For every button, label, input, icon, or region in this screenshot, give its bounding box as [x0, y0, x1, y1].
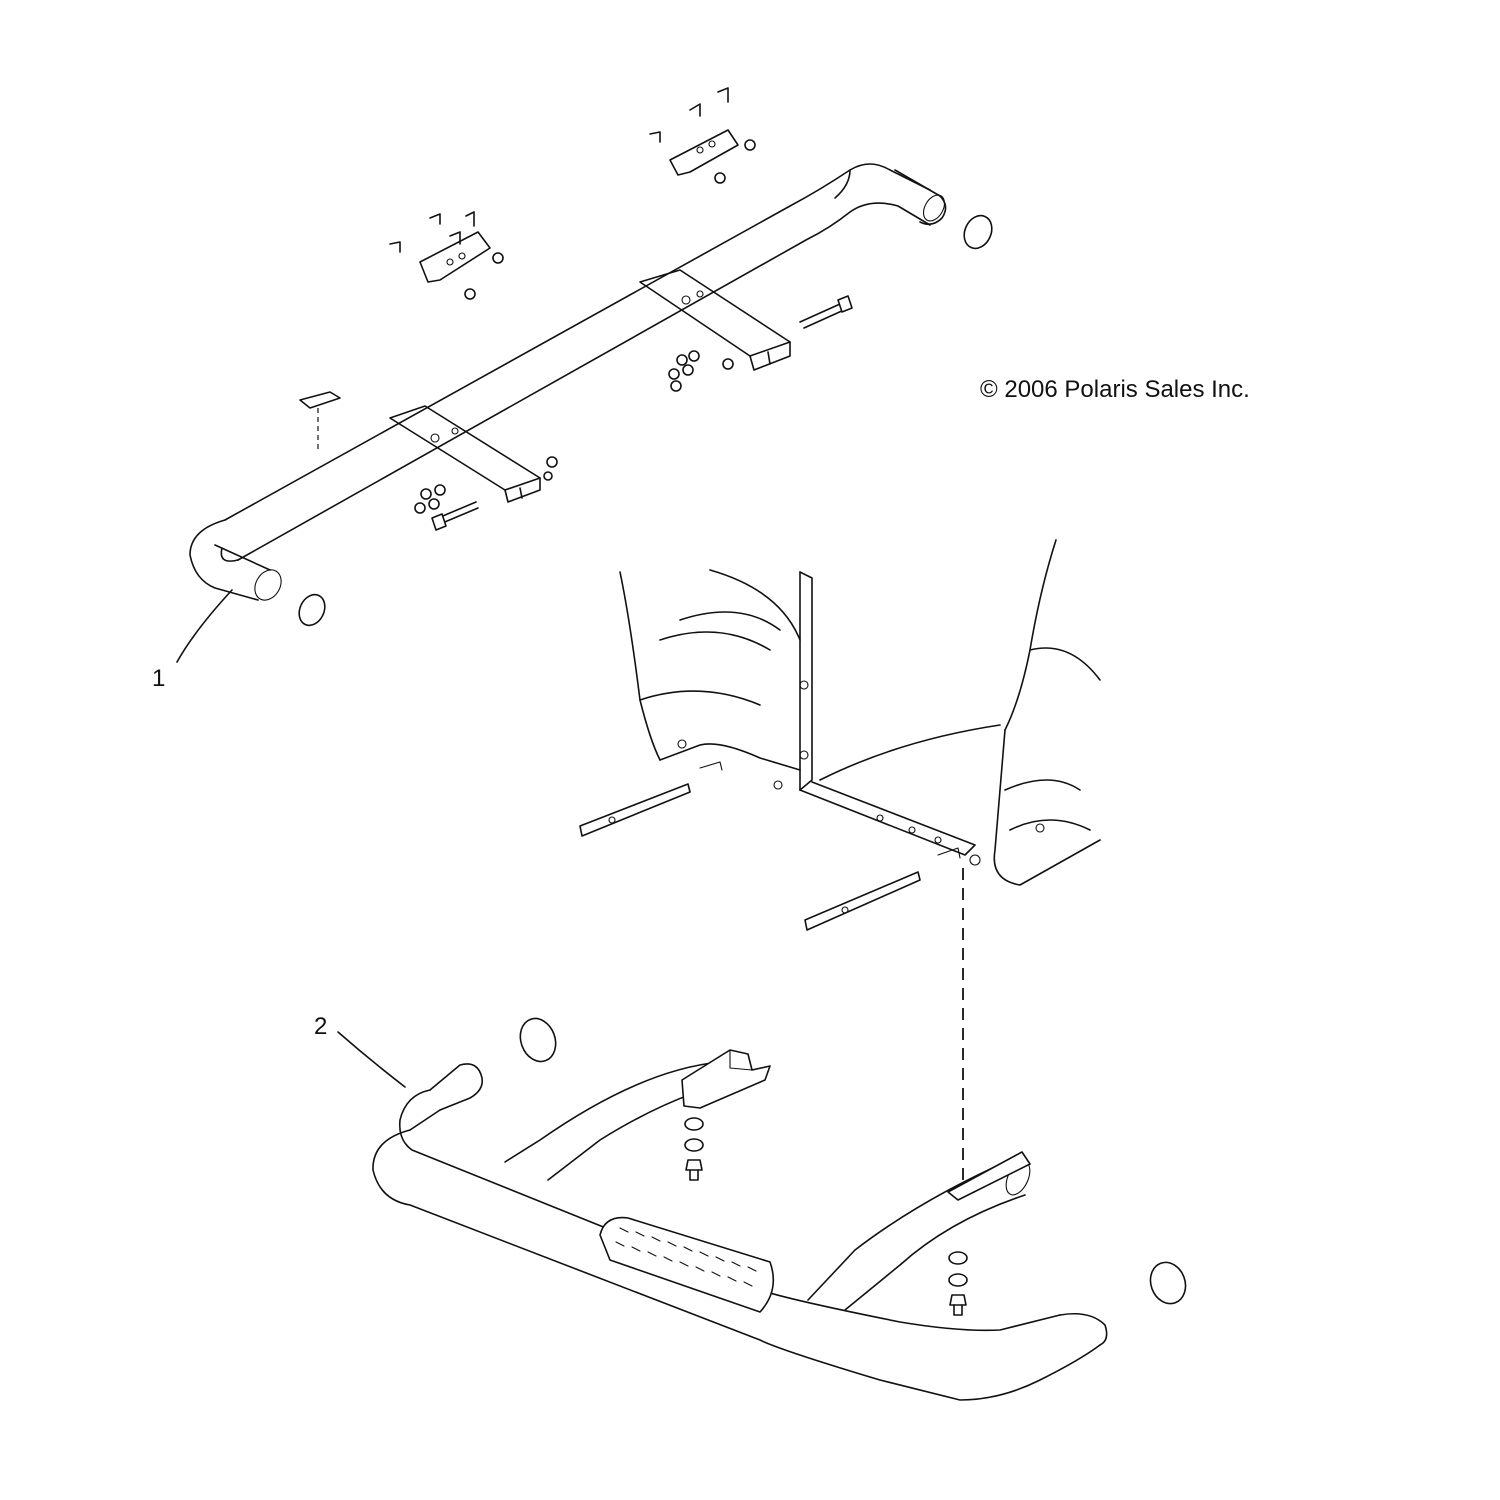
- callout-2: 2: [314, 1013, 406, 1088]
- step-grip-texture: [615, 1227, 757, 1287]
- callout-1: 1: [152, 589, 233, 692]
- part-1-upper-bar: [189, 87, 993, 627]
- callout-1-label: 1: [152, 665, 165, 692]
- copyright-text: © 2006 Polaris Sales Inc.: [980, 376, 1250, 403]
- seat-assembly: [579, 539, 1101, 931]
- part-2-step-bar: [372, 1017, 1187, 1401]
- callout-2-label: 2: [314, 1013, 327, 1040]
